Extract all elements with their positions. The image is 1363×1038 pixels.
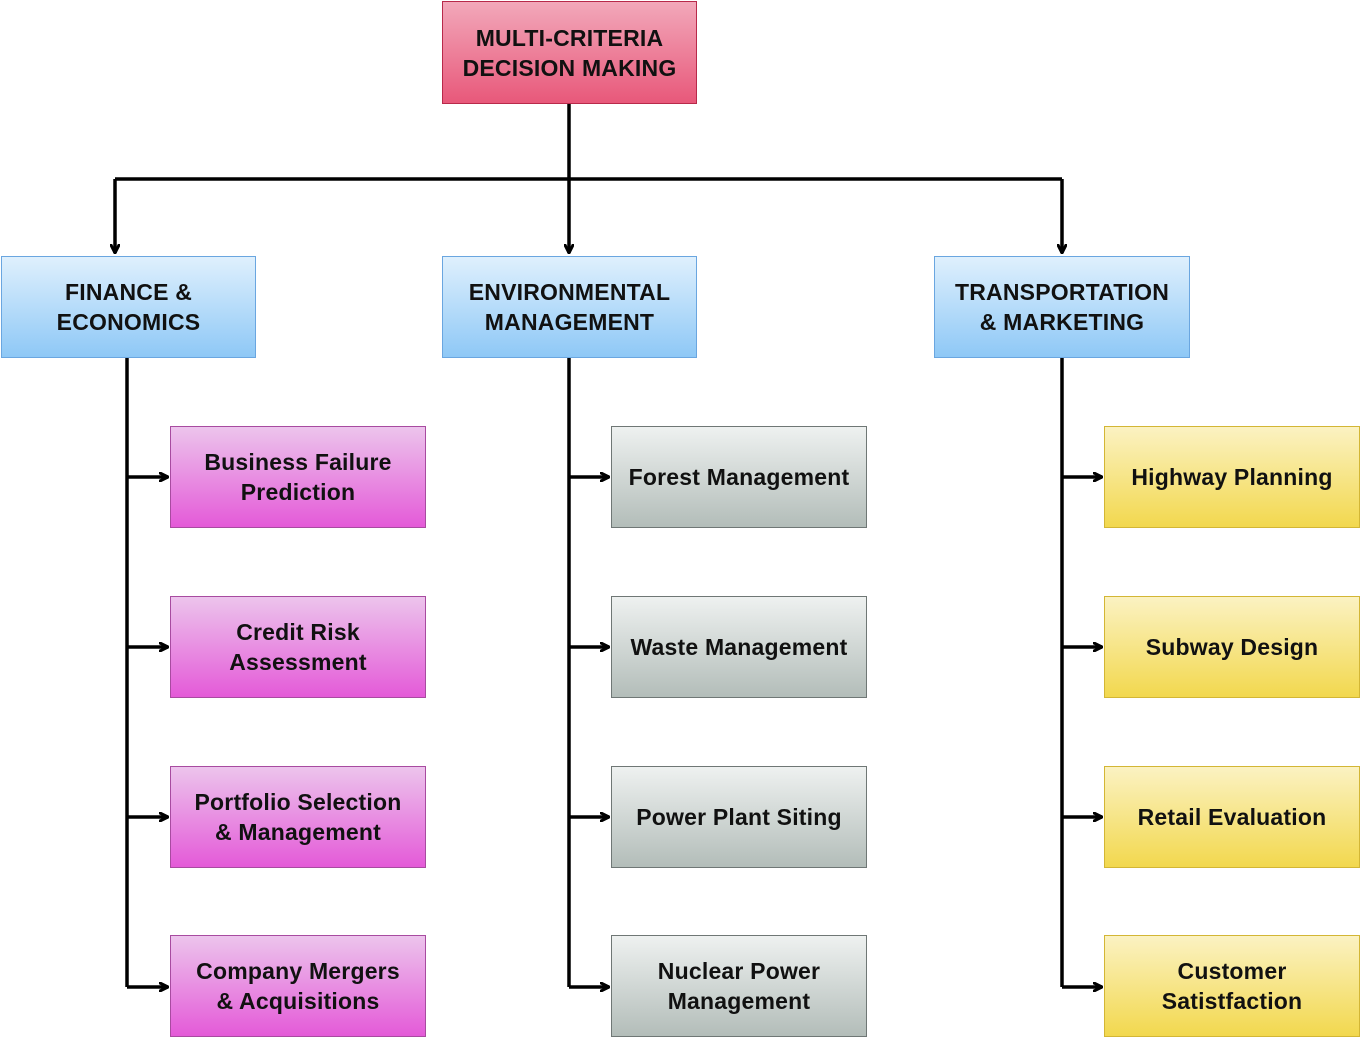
item-label-line-1: Power Plant Siting: [636, 804, 842, 830]
environmental-item-node: Power Plant Siting: [611, 766, 867, 868]
category-label-line-2: ECONOMICS: [56, 309, 201, 335]
item-label-line-1: Credit Risk: [236, 619, 360, 645]
environmental-item-node: Waste Management: [611, 596, 867, 698]
item-label-line-2: Management: [667, 988, 811, 1014]
environmental-item-node: Forest Management: [611, 426, 867, 528]
transportation-item-node: Subway Design: [1104, 596, 1360, 698]
category-label-line-1: TRANSPORTATION: [954, 279, 1170, 305]
root-node-line-1: MULTI-CRITERIA: [475, 24, 664, 51]
category-label-line-1: ENVIRONMENTAL: [468, 279, 671, 305]
item-label-line-1: Company Mergers: [196, 958, 400, 984]
item-label-line-2: Satistfaction: [1161, 988, 1303, 1014]
finance-item-node: Credit Risk Assessment: [170, 596, 426, 698]
category-label-line-1: FINANCE &: [64, 279, 193, 305]
finance-item-node: Company Mergers & Acquisitions: [170, 935, 426, 1037]
category-node-finance: FINANCE & ECONOMICS: [1, 256, 256, 358]
item-label-line-2: Assessment: [229, 649, 367, 675]
finance-item-node: Portfolio Selection & Management: [170, 766, 426, 868]
item-label-line-2: & Management: [215, 819, 381, 845]
item-label-line-1: Retail Evaluation: [1137, 804, 1327, 830]
item-label-line-2: Prediction: [240, 479, 356, 505]
transportation-item-node: Highway Planning: [1104, 426, 1360, 528]
finance-item-node: Business Failure Prediction: [170, 426, 426, 528]
item-label-line-2: & Acquisitions: [216, 988, 380, 1014]
item-label-line-1: Business Failure: [204, 449, 392, 475]
item-label-line-1: Nuclear Power: [657, 958, 821, 984]
root-node: MULTI-CRITERIA DECISION MAKING: [442, 1, 697, 104]
item-label-line-1: Subway Design: [1145, 634, 1319, 660]
transportation-item-node: Retail Evaluation: [1104, 766, 1360, 868]
transportation-item-node: Customer Satistfaction: [1104, 935, 1360, 1037]
category-label-line-2: & MARKETING: [979, 309, 1145, 335]
category-node-transportation: TRANSPORTATION & MARKETING: [934, 256, 1190, 358]
item-label-line-1: Portfolio Selection: [194, 789, 402, 815]
item-label-line-1: Forest Management: [628, 464, 850, 490]
environmental-item-node: Nuclear Power Management: [611, 935, 867, 1037]
item-label-line-1: Waste Management: [630, 634, 848, 660]
item-label-line-1: Customer: [1177, 958, 1287, 984]
item-label-line-1: Highway Planning: [1131, 464, 1333, 490]
category-label-line-2: MANAGEMENT: [484, 309, 655, 335]
category-node-environmental: ENVIRONMENTAL MANAGEMENT: [442, 256, 697, 358]
root-node-line-2: DECISION MAKING: [462, 54, 677, 81]
